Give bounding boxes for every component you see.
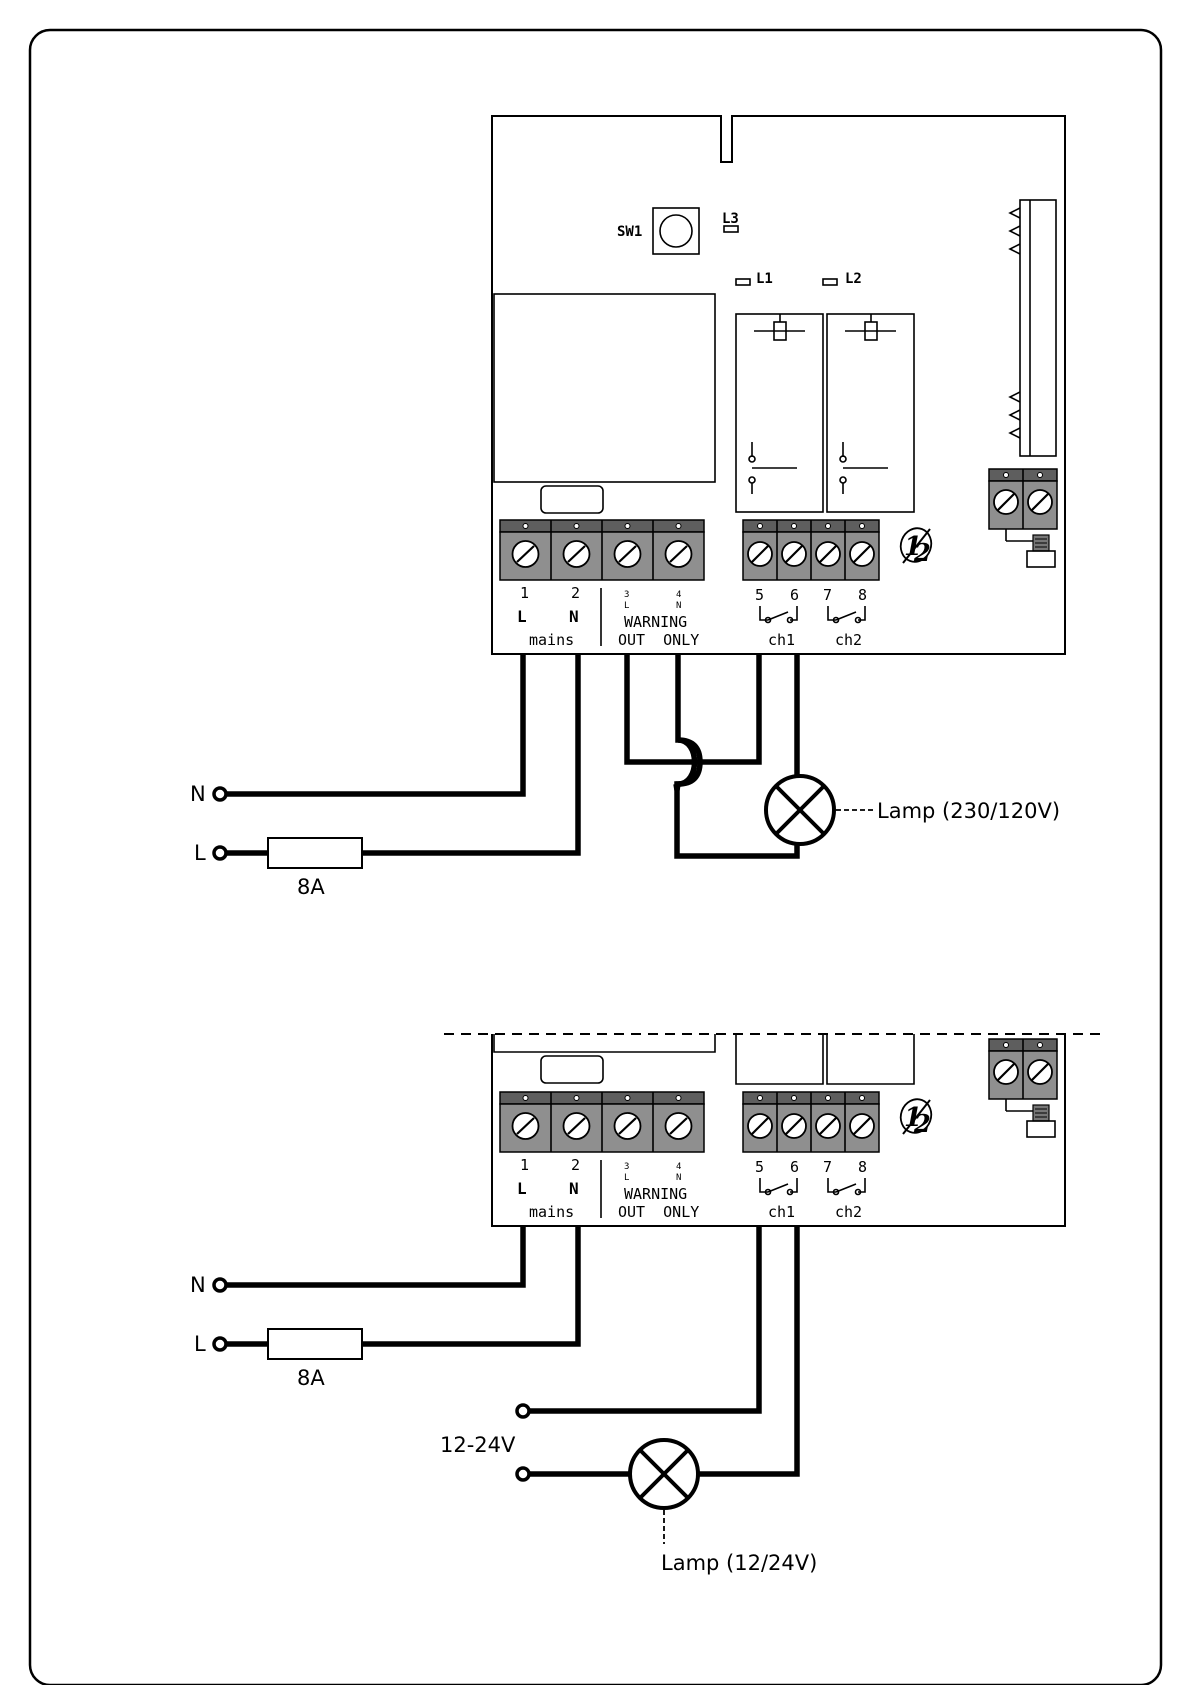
terminal-n-mark: N bbox=[569, 607, 579, 626]
out-only-label: OUT ONLY bbox=[618, 631, 699, 649]
l1-led bbox=[736, 279, 750, 285]
line-terminal-bottom bbox=[214, 1338, 226, 1350]
terminal-1-label: 1 bbox=[520, 1156, 529, 1174]
mains-label: mains bbox=[529, 631, 574, 649]
terminal-4-sub: N bbox=[676, 601, 681, 611]
terminal-l-mark: L bbox=[517, 607, 527, 626]
neutral-terminal-bottom bbox=[214, 1279, 226, 1291]
supply-label: 12-24V bbox=[440, 1433, 516, 1457]
terminal-3-label: 3 bbox=[624, 1162, 629, 1172]
neutral-label-bottom: N bbox=[190, 1273, 206, 1297]
terminal-4-sub: N bbox=[676, 1173, 681, 1183]
terminal-8-label: 8 bbox=[858, 1158, 867, 1176]
lamp-label-bottom: Lamp (12/24V) bbox=[661, 1551, 817, 1575]
terminal-6-label: 6 bbox=[790, 586, 799, 604]
terminal-n-mark: N bbox=[569, 1179, 579, 1198]
l2-led bbox=[823, 279, 837, 285]
transformer-partial bbox=[494, 1034, 715, 1052]
fuse-label-bottom: 8A bbox=[297, 1366, 325, 1390]
bottom-diagram: 1 2 3 4 L N L N mains WARNING OUT ONLY 5… bbox=[190, 1034, 1103, 1575]
lamp-label: Lamp (230/120V) bbox=[877, 799, 1060, 823]
wire-warning-only bbox=[676, 654, 695, 790]
warning-label: WARNING bbox=[624, 1185, 687, 1203]
relay-logo-bottom bbox=[896, 1095, 936, 1138]
relay-2 bbox=[827, 314, 914, 512]
relay-1-partial bbox=[736, 1034, 823, 1084]
relay-2-partial bbox=[827, 1034, 914, 1084]
terminal-3-sub: L bbox=[624, 601, 629, 611]
ch1-label: ch1 bbox=[768, 1203, 795, 1221]
relay-logo bbox=[896, 524, 936, 567]
terminal-l-mark: L bbox=[517, 1179, 527, 1198]
fuse-holder-bottom bbox=[541, 1056, 603, 1083]
terminal-4-label: 4 bbox=[676, 590, 681, 600]
neutral-label: N bbox=[190, 782, 206, 806]
terminal-3-sub: L bbox=[624, 1173, 629, 1183]
l1-label: L1 bbox=[756, 271, 773, 287]
line-label: L bbox=[194, 841, 206, 865]
terminal-3-label: 3 bbox=[624, 590, 629, 600]
terminal-5-label: 5 bbox=[755, 586, 764, 604]
terminal-4-label: 4 bbox=[676, 1162, 681, 1172]
l2-label: L2 bbox=[845, 271, 862, 287]
mains-label: mains bbox=[529, 1203, 574, 1221]
terminal-block-5-8 bbox=[743, 520, 879, 580]
fuse-symbol bbox=[268, 838, 362, 868]
wire-neutral-bottom bbox=[224, 1226, 523, 1285]
fuse-holder bbox=[541, 486, 603, 513]
sw1-label: SW1 bbox=[617, 224, 642, 240]
terminal-1-label: 1 bbox=[520, 584, 529, 602]
supply-terminal-negative bbox=[517, 1468, 529, 1480]
lamp-symbol bbox=[766, 776, 834, 844]
line-label-bottom: L bbox=[194, 1332, 206, 1356]
transformer-block bbox=[494, 294, 715, 482]
fuse-label: 8A bbox=[297, 875, 325, 899]
sw1-button bbox=[660, 215, 692, 247]
top-diagram: SW1 L3 L1 L2 bbox=[190, 116, 1065, 899]
antenna-terminal-block bbox=[989, 469, 1057, 567]
terminal-5-label: 5 bbox=[755, 1158, 764, 1176]
ch2-label: ch2 bbox=[835, 1203, 862, 1221]
terminal-2-label: 2 bbox=[571, 1156, 580, 1174]
terminal-8-label: 8 bbox=[858, 586, 867, 604]
terminal-block-1-4-bottom bbox=[500, 1092, 704, 1152]
lamp-symbol-bottom bbox=[630, 1440, 698, 1508]
l3-label: L3 bbox=[722, 211, 739, 227]
warning-label: WARNING bbox=[624, 613, 687, 631]
wire-neutral bbox=[224, 654, 523, 794]
terminal-block-1-4 bbox=[500, 520, 704, 580]
terminal-7-label: 7 bbox=[823, 586, 832, 604]
ch2-label: ch2 bbox=[835, 631, 862, 649]
terminal-block-5-8-bottom bbox=[743, 1092, 879, 1152]
out-only-label: OUT ONLY bbox=[618, 1203, 699, 1221]
fuse-symbol-bottom bbox=[268, 1329, 362, 1359]
ch1-label: ch1 bbox=[768, 631, 795, 649]
receiver-connector bbox=[1010, 200, 1056, 456]
terminal-7-label: 7 bbox=[823, 1158, 832, 1176]
terminal-2-label: 2 bbox=[571, 584, 580, 602]
line-terminal bbox=[214, 847, 226, 859]
relay-1 bbox=[736, 314, 823, 512]
neutral-terminal bbox=[214, 788, 226, 800]
antenna-terminal-block-bottom bbox=[989, 1039, 1057, 1137]
supply-terminal-positive bbox=[517, 1405, 529, 1417]
terminal-6-label: 6 bbox=[790, 1158, 799, 1176]
wire-supply-positive bbox=[527, 1226, 759, 1411]
